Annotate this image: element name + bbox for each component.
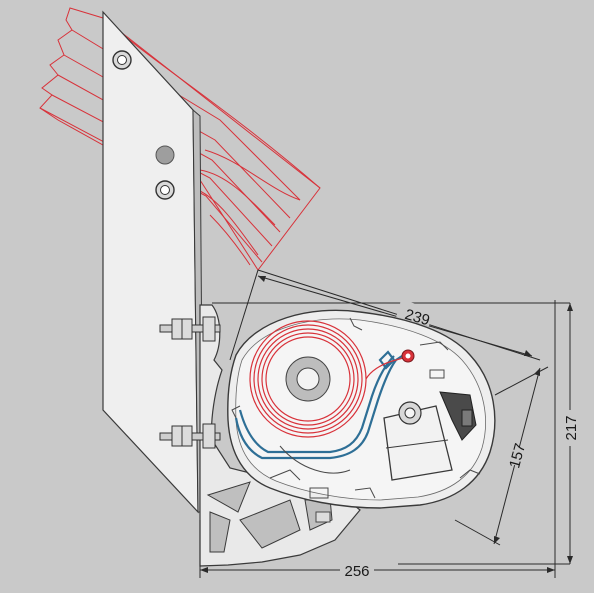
width-label: 256 [344,563,369,580]
through-bolt-lower [159,423,221,449]
cassette-details [231,317,481,523]
height-label: 217 [563,415,580,440]
arm-mechanism [383,391,477,481]
through-bolt-upper [159,316,221,342]
bolt-top [112,50,132,70]
tension-pin [401,349,415,363]
dimension-diagonal: 239 [257,275,533,357]
hole-middle [155,145,175,165]
cassette-height-label: 157 [506,442,529,471]
bolt-middle [155,180,175,200]
dimension-width: 256 [200,562,555,580]
fabric-roll [249,320,411,438]
diagonal-label: 239 [403,306,432,329]
dimension-cassette-height: 157 [493,367,541,545]
dimension-height: 217 [561,303,581,564]
roller-tube [285,356,331,402]
